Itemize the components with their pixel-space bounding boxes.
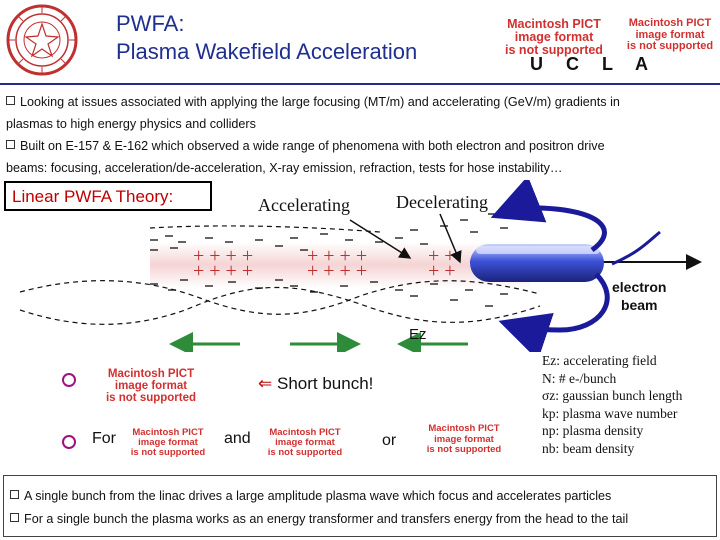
svg-text:+ + + +: + + + + [307,245,367,267]
pict-placeholder-mid-2: Macintosh PICT image format is not suppo… [130,427,206,458]
bullet-2: Built on E-157 & E-162 which observed a … [6,139,605,175]
svg-text:+ +: + + [428,260,456,282]
legend-np: np: plasma density [542,423,644,438]
mid-bullet-icon-2 [62,435,76,449]
decelerating-label: Decelerating [396,192,488,212]
page-title: PWFA: Plasma Wakefield Acceleration [116,10,417,66]
mid-bullet-icon-1 [62,373,76,387]
summary-line-2: For a single bunch the plasma works as a… [10,512,628,526]
summary-box [3,475,717,537]
svg-text:+ +: + + [428,245,456,267]
checkbox-bullet-icon [6,140,15,149]
ucla-label: U C L A [530,54,658,74]
checkbox-bullet-icon [10,513,19,522]
legend-ez: Ez: accelerating field [542,353,657,368]
short-bunch-note: ⇐ Short bunch! [258,374,374,393]
pict-placeholder-top-2: Macintosh PICT image format is not suppo… [626,17,714,52]
header-divider [0,83,720,85]
legend-sigma: σz: gaussian bunch length [542,388,683,403]
title-line-1: PWFA: [116,11,185,36]
legend-n: N: # e-/bunch [542,370,617,386]
plasma-wake-diagram: + + + ++ + + + + + + ++ + + + + ++ + [0,175,720,361]
legend-nb: nb: beam density [542,440,635,456]
pict-placeholder-mid-1: Macintosh PICT image format is not suppo… [105,368,197,404]
pict-placeholder-top-1: Macintosh PICT image format is not suppo… [505,17,603,57]
accelerating-label: Accelerating [258,195,350,215]
ez-label: Ez [409,326,427,343]
svg-text:+ + + +: + + + + [307,260,367,282]
variable-legend: Ez: accelerating field N: # e-/bunch σz:… [542,352,682,457]
linear-pwfa-theory-label: Linear PWFA Theory: [4,181,212,211]
left-arrow-icon: ⇐ [258,374,273,393]
or-text: or [382,432,397,449]
pict-placeholder-mid-3: Macintosh PICT image format is not suppo… [267,427,343,458]
ucla-seal-logo [6,4,78,76]
svg-text:+ + + +: + + + + [193,260,253,282]
summary-line-1: A single bunch from the linac drives a l… [10,489,611,503]
bullet-1: Looking at issues associated with applyi… [6,95,620,131]
legend-kp: kp: plasma wave number [542,405,678,421]
title-line-2: Plasma Wakefield Acceleration [116,39,418,64]
svg-text:+ + + +: + + + + [193,245,253,267]
for-text: For [92,430,116,447]
and-text: and [224,430,251,447]
checkbox-bullet-icon [10,490,19,499]
pict-placeholder-mid-4: Macintosh PICT image format is not suppo… [426,423,502,455]
electron-beam-label: electron beam [612,279,667,313]
checkbox-bullet-icon [6,96,15,105]
